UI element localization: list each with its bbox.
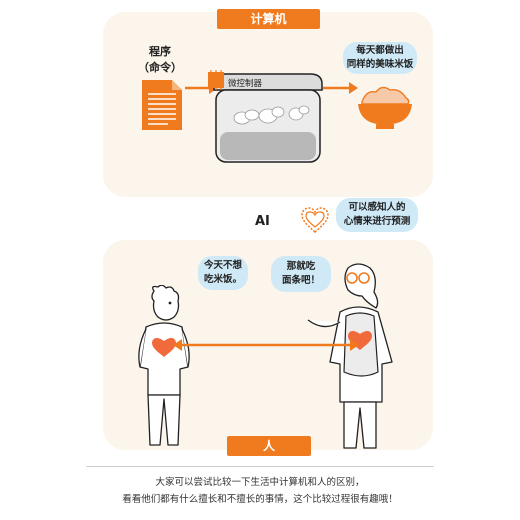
- caption-text: 大家可以尝试比较一下生活中计算机和人的区别， 看看他们都有什么擅长和不擅长的事情…: [60, 474, 460, 508]
- program-label-line1: 程序: [149, 45, 171, 58]
- human-tag: 人: [227, 436, 311, 456]
- program-label: 程序 （命令）: [130, 44, 190, 76]
- boy-bubble-line2: 吃米饭。: [203, 274, 242, 285]
- arrow-cooker-to-rice: [323, 82, 358, 94]
- comparison-double-arrow: [173, 339, 359, 351]
- ai-bubble-line2: 心情来进行预测: [343, 216, 411, 227]
- ai-bubble-line1: 可以感知人的: [348, 202, 406, 213]
- caption-line1: 大家可以尝试比较一下生活中计算机和人的区别，: [155, 477, 365, 488]
- woman-bubble-line2: 面条吧！: [281, 275, 320, 286]
- boy-figure: [138, 285, 190, 446]
- woman-figure: [307, 263, 393, 449]
- boy-bubble-line1: 今天不想: [203, 260, 242, 271]
- computer-bubble-line1: 每天都做出: [356, 45, 404, 56]
- rice-bowl-icon: [358, 86, 412, 129]
- program-label-line2: （命令）: [138, 61, 182, 74]
- woman-speech-bubble: 那就吃 面条吧！: [271, 256, 331, 292]
- microcontroller-label: 微控制器: [228, 79, 263, 89]
- computer-tag: 计算机: [217, 9, 320, 29]
- rice-cooker-icon: [208, 70, 323, 163]
- computer-speech-bubble: 每天都做出 同样的美味米饭: [343, 42, 417, 74]
- ai-heart-icon: [301, 207, 329, 234]
- ai-speech-bubble: 可以感知人的 心情来进行预测: [336, 198, 418, 232]
- caption-line2: 看看他们都有什么擅长和不擅长的事情，这个比较过程很有趣哦！: [122, 494, 398, 505]
- boy-speech-bubble: 今天不想 吃米饭。: [198, 256, 248, 290]
- program-document-icon: [142, 80, 182, 130]
- ai-label: AI: [255, 214, 270, 229]
- computer-bubble-line2: 同样的美味米饭: [346, 59, 414, 70]
- woman-bubble-line1: 那就吃: [286, 261, 316, 272]
- caption-divider: [86, 466, 434, 467]
